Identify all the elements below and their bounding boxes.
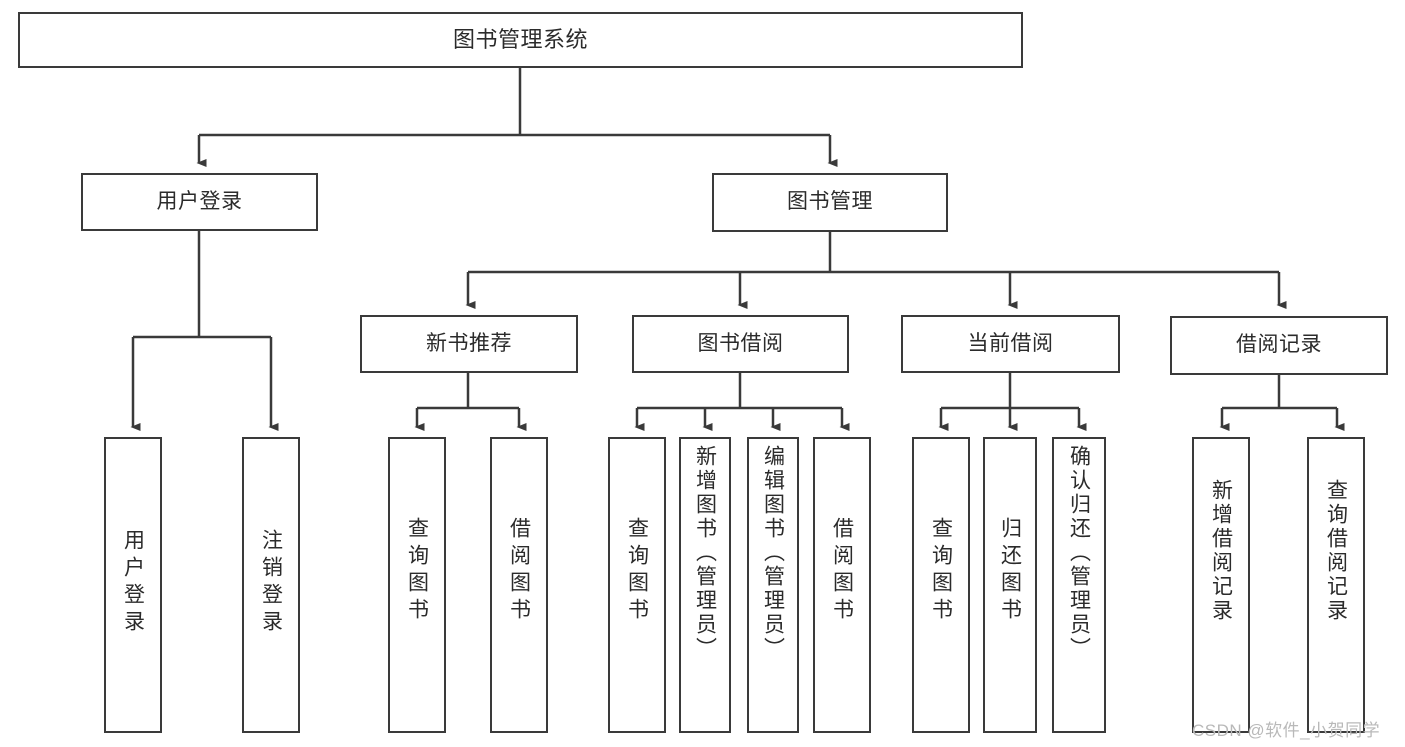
leaf-borrow-book-recommend[interactable]: 借阅图书 — [490, 437, 548, 733]
node-label: 查询借阅记录 — [1324, 479, 1348, 623]
leaf-add-borrow-record[interactable]: 新增借阅记录 — [1192, 437, 1250, 733]
node-label: 注销登录 — [259, 529, 283, 637]
node-label: 新增借阅记录 — [1209, 479, 1233, 623]
node-label: 查询图书 — [405, 517, 429, 625]
leaf-edit-book-admin[interactable]: 编辑图书（管理员） — [747, 437, 799, 733]
node-label: 新增图书（管理员） — [693, 445, 717, 661]
node-label: 图书管理系统 — [452, 27, 588, 53]
node-label: 新书推荐 — [426, 331, 512, 355]
node-label: 借阅图书 — [507, 517, 531, 625]
leaf-query-borrow-record[interactable]: 查询借阅记录 — [1307, 437, 1365, 733]
node-label: 确认归还（管理员） — [1067, 445, 1091, 661]
node-label: 借阅记录 — [1236, 333, 1322, 357]
leaf-borrow-book[interactable]: 借阅图书 — [813, 437, 871, 733]
node-label: 归还图书 — [998, 517, 1022, 625]
leaf-user-login[interactable]: 用户登录 — [104, 437, 162, 733]
node-book-management[interactable]: 图书管理 — [712, 173, 948, 232]
node-label: 查询图书 — [625, 517, 649, 625]
node-label: 图书借阅 — [697, 331, 784, 355]
node-label: 图书管理 — [787, 190, 873, 214]
node-current-borrow[interactable]: 当前借阅 — [901, 315, 1120, 373]
leaf-add-book-admin[interactable]: 新增图书（管理员） — [679, 437, 731, 733]
node-new-book-recommend[interactable]: 新书推荐 — [360, 315, 578, 373]
node-borrow-record[interactable]: 借阅记录 — [1170, 316, 1388, 375]
watermark: CSDN @软件_小贺同学 — [1192, 721, 1381, 740]
node-label: 用户登录 — [156, 189, 243, 213]
leaf-return-book[interactable]: 归还图书 — [983, 437, 1037, 733]
node-book-borrow[interactable]: 图书借阅 — [632, 315, 849, 373]
node-label: 借阅图书 — [830, 517, 854, 625]
leaf-query-book-recommend[interactable]: 查询图书 — [388, 437, 446, 733]
leaf-logout[interactable]: 注销登录 — [242, 437, 300, 733]
node-root[interactable]: 图书管理系统 — [18, 12, 1023, 68]
leaf-confirm-return-admin[interactable]: 确认归还（管理员） — [1052, 437, 1106, 733]
node-user-login[interactable]: 用户登录 — [81, 173, 318, 231]
node-label: 当前借阅 — [967, 331, 1054, 355]
leaf-query-book-current[interactable]: 查询图书 — [912, 437, 970, 733]
node-label: 编辑图书（管理员） — [761, 445, 785, 661]
leaf-query-book-borrow[interactable]: 查询图书 — [608, 437, 666, 733]
node-label: 用户登录 — [121, 529, 145, 637]
node-label: 查询图书 — [929, 517, 953, 625]
